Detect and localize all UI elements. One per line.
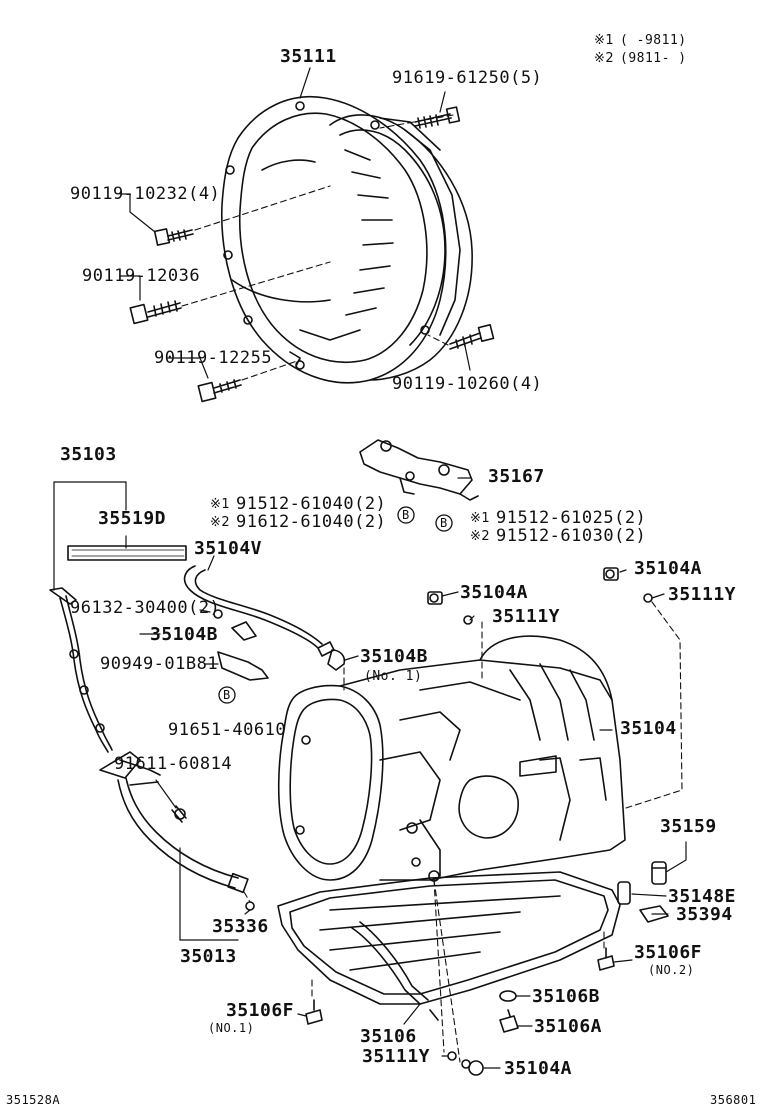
label-35106F-no1-note: (NO.1) bbox=[208, 1021, 255, 1035]
circle-b-markers bbox=[218, 506, 453, 704]
oring-35111Y-bottom-icon bbox=[447, 1051, 457, 1061]
legend-note1-mark: ※1 bbox=[594, 33, 615, 48]
label-91512-61030: 91512-61030(2) bbox=[496, 526, 647, 546]
label-91512-61025: 91512-61025(2) bbox=[496, 508, 647, 528]
leader-lines-upper bbox=[119, 67, 471, 379]
oring-35111Y-right-icon bbox=[643, 593, 653, 603]
legend-note1-range: ( -9811) bbox=[620, 33, 687, 48]
label-35104B-clamp: 35104B bbox=[150, 624, 219, 645]
dipstick-assembly bbox=[49, 545, 255, 911]
label-35106A: 35106A bbox=[534, 1016, 603, 1037]
bolt-35106F-no2-icon bbox=[597, 947, 615, 971]
leader-lines-lower bbox=[53, 477, 687, 1069]
label-35336: 35336 bbox=[212, 916, 269, 937]
label-35111Y-top: 35111Y bbox=[492, 606, 561, 627]
label-35106F-no1: 35106F bbox=[226, 1000, 295, 1021]
label-91611-60814: 91611-60814 bbox=[114, 754, 233, 774]
label-96132-30400: 96132-30400(2) bbox=[70, 598, 221, 618]
dashed-guides-lower bbox=[243, 601, 683, 1063]
label-35104B-no1: 35104B bbox=[360, 646, 429, 667]
label-35104A-right: 35104A bbox=[634, 558, 703, 579]
label-35104: 35104 bbox=[620, 718, 677, 739]
label-35111Y-bottom: 35111Y bbox=[362, 1046, 431, 1067]
bolt-90119-10232-icon bbox=[153, 228, 194, 246]
footer-left-code: 351528A bbox=[6, 1093, 61, 1107]
label-90119-10260: 90119-10260(4) bbox=[392, 374, 543, 394]
label-35104V: 35104V bbox=[194, 538, 263, 559]
label-35167: 35167 bbox=[488, 466, 545, 487]
transmission-housing bbox=[220, 96, 473, 384]
oring-35111Y-top-icon bbox=[463, 615, 473, 625]
label-35106B: 35106B bbox=[532, 986, 601, 1007]
bolt-90119-10260-icon bbox=[449, 323, 495, 350]
transmission-case bbox=[277, 635, 626, 882]
note2-marker-b: ※2 bbox=[470, 529, 491, 544]
label-90119-12255: 90119-12255 bbox=[154, 348, 273, 368]
label-35013: 35013 bbox=[180, 946, 237, 967]
circle-b-marker-2 bbox=[435, 514, 453, 532]
legend-note2-mark: ※2 bbox=[594, 51, 615, 66]
bolt-90119-12036-icon bbox=[129, 300, 182, 325]
label-35394: 35394 bbox=[676, 904, 733, 925]
label-35104B-no1-note: (No. 1) bbox=[364, 669, 423, 684]
label-35103: 35103 bbox=[60, 444, 117, 465]
label-35104A-top: 35104A bbox=[460, 582, 529, 603]
circle-b-marker-1 bbox=[397, 506, 415, 524]
label-35148E: 35148E bbox=[668, 886, 737, 907]
note1-marker-a: ※1 bbox=[210, 497, 231, 512]
bracket-35167 bbox=[359, 439, 479, 501]
label-90119-10232: 90119-10232(4) bbox=[70, 184, 221, 204]
label-35106F-no2: 35106F bbox=[634, 942, 703, 963]
label-35111Y-right: 35111Y bbox=[668, 584, 737, 605]
gasket-35106B-icon bbox=[499, 990, 517, 1002]
plug-35104A-top-icon bbox=[427, 591, 443, 605]
label-35159: 35159 bbox=[660, 816, 717, 837]
circle-b-label-3: B bbox=[223, 688, 231, 702]
footer-right-code: 356801 bbox=[710, 1093, 757, 1107]
circle-b-label-2: B bbox=[440, 516, 448, 530]
circle-b-marker-3 bbox=[218, 686, 236, 704]
sensor-35148E-icon bbox=[617, 881, 631, 905]
label-91651-40610: 91651-40610 bbox=[168, 720, 287, 740]
dashed-guides-upper bbox=[181, 114, 454, 381]
note2-marker-a: ※2 bbox=[210, 515, 231, 530]
bolt-35106F-no1-icon bbox=[305, 999, 323, 1025]
label-35104A-bottom: 35104A bbox=[504, 1058, 573, 1079]
label-90119-12036: 90119-12036 bbox=[82, 266, 201, 286]
circle-b-label-1: B bbox=[402, 508, 410, 522]
label-35106F-no2-note: (NO.2) bbox=[648, 963, 695, 977]
plug-35104A-bottom-icon bbox=[461, 1059, 484, 1076]
oil-pan bbox=[277, 871, 621, 1021]
label-91612-61040: 91612-61040(2) bbox=[236, 512, 387, 532]
plug-35159-icon bbox=[651, 861, 667, 885]
label-35106: 35106 bbox=[360, 1026, 417, 1047]
legend-note2-range: (9811- ) bbox=[620, 51, 687, 66]
plug-35104A-right-icon bbox=[603, 567, 619, 581]
magnet-35394-icon bbox=[639, 905, 669, 923]
label-90949-01B81: 90949-01B81 bbox=[100, 654, 219, 674]
plug-35106A-icon bbox=[499, 1009, 519, 1033]
note1-marker-b: ※1 bbox=[470, 511, 491, 526]
label-35519D: 35519D bbox=[98, 508, 167, 529]
bolt-90119-12255-icon bbox=[197, 379, 242, 403]
label-91512-61040: 91512-61040(2) bbox=[236, 494, 387, 514]
label-91619-61250: 91619-61250(5) bbox=[392, 68, 543, 88]
label-35111: 35111 bbox=[280, 46, 337, 67]
oil-cooler-hose bbox=[183, 565, 346, 681]
